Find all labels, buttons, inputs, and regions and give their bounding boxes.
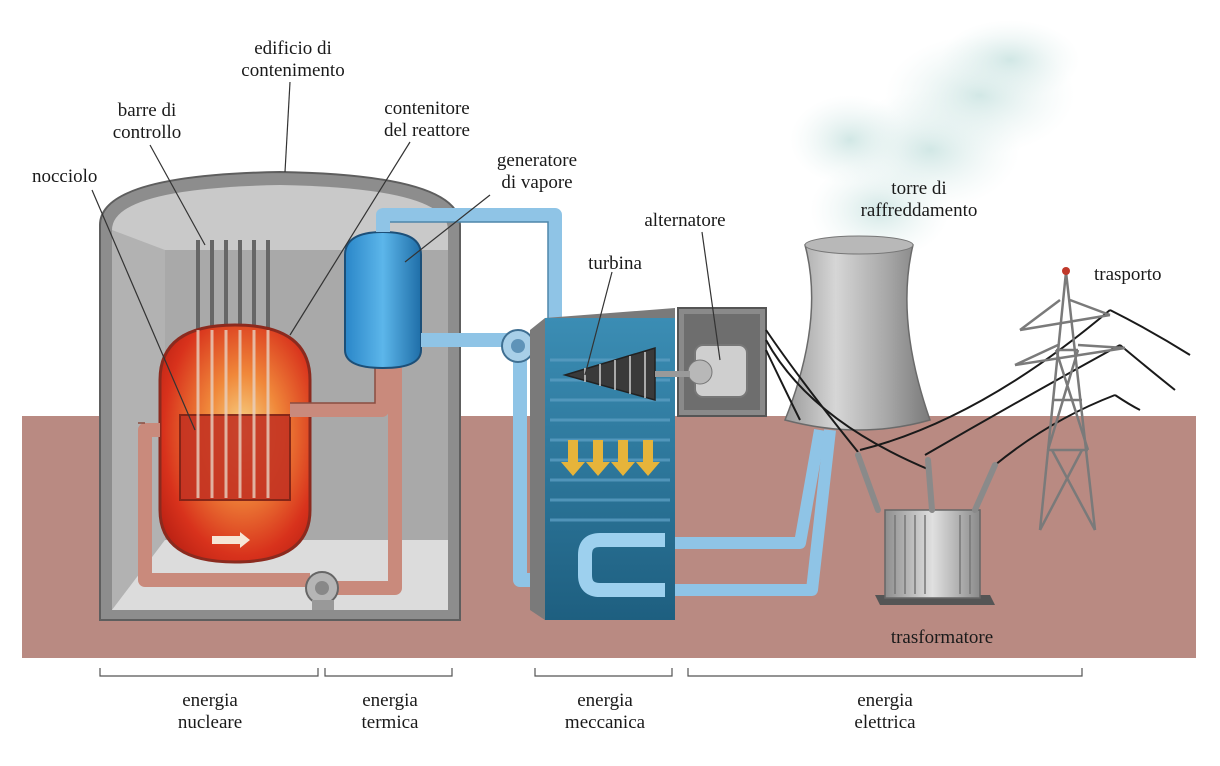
transmission-pylon: [1014, 271, 1126, 531]
feed-pump: [501, 329, 535, 363]
label-alternator: alternatore: [644, 210, 726, 231]
label-reactor-vessel: contenitore del reattore: [384, 98, 470, 141]
reactor-vessel: [158, 323, 312, 564]
label-turbine: turbina: [588, 253, 642, 274]
energy-electrical: energia elettrica: [854, 690, 916, 733]
condensate-arrows: [561, 440, 660, 476]
label-containment-building: edificio di contenimento: [241, 38, 345, 81]
energy-mechanical: energia meccanica: [564, 690, 646, 733]
energy-thermal: energia termica: [361, 690, 419, 733]
label-steam-generator: generatore di vapore: [496, 150, 578, 193]
pylon-beacon: [1062, 267, 1070, 275]
leader-lines: [91, 81, 721, 431]
label-cooling-tower: torre di raffreddamento: [860, 178, 978, 221]
steam-generator: [344, 230, 422, 370]
energy-nuclear: energia nucleare: [177, 690, 243, 733]
turbine-hall: [530, 308, 675, 620]
label-control-rods: barre di controllo: [112, 100, 182, 143]
primary-pump: [305, 571, 339, 610]
label-transformer: trasformatore: [890, 627, 994, 648]
cooling-tower: [783, 235, 931, 431]
steam-plume: [790, 20, 1080, 260]
alternator: [655, 307, 767, 417]
power-lines: [765, 309, 1191, 471]
energy-brackets: [99, 668, 1083, 677]
cooling-pipes: [675, 428, 836, 596]
label-core: nocciolo: [32, 166, 98, 187]
transformer: [855, 452, 998, 605]
label-transport: trasporto: [1094, 264, 1162, 285]
